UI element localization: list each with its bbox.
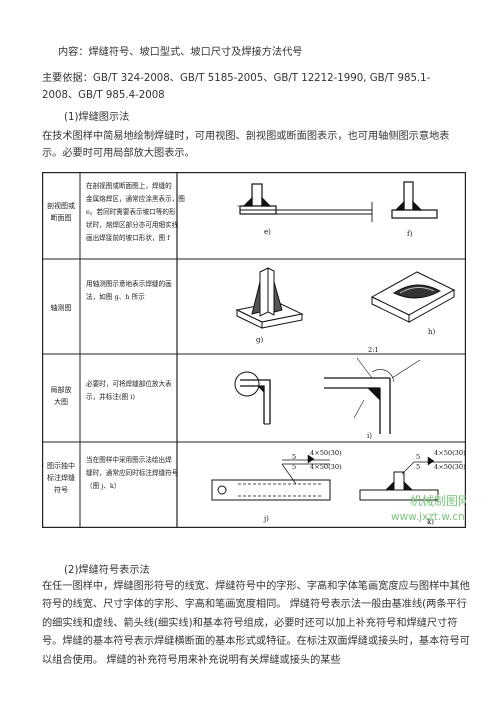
- figure-h-letter: h): [428, 328, 436, 336]
- row3-label-line1: 局部放: [51, 385, 72, 394]
- row2-label: 轴测图: [51, 303, 72, 312]
- section1-title: (1)焊缝图示法: [64, 112, 130, 123]
- watermark-url: www.jxzt.w.cn: [391, 511, 465, 523]
- symbol-k-num-lower: 5: [416, 463, 420, 471]
- content-line: 内容：焊缝符号、坡口型式、坡口尺寸及焊接方法代号: [58, 47, 303, 58]
- figure-e-letter: e): [264, 228, 271, 236]
- row1-desc-line2: 金属熔焊区，通常应涂黑表示，图: [86, 194, 185, 203]
- row3-desc-line2: 示，并标注(图 i): [86, 392, 135, 401]
- figure-h-isometric: [370, 271, 456, 323]
- section2-title: (2)焊缝符号表示法: [64, 565, 150, 576]
- basis-line: 主要依据：GB/T 324-2008、GB/T 5185-2005、GB/T 1…: [42, 73, 431, 101]
- row4-desc-line3: （图 j、k）: [86, 482, 121, 490]
- symbol-j-dim-upper: 4×50(30): [310, 449, 342, 457]
- row3-label-line2: 大图: [54, 397, 68, 406]
- row1-desc-line1: 在剖视图或断面图上，焊缝的: [86, 181, 172, 190]
- row4-label-line2: 标注焊缝: [47, 473, 75, 482]
- figure-g-letter: g): [256, 336, 263, 344]
- figure-j-plate: [211, 454, 331, 501]
- row1-desc-line5: 画出焊接前的坡口形状，图 f: [86, 233, 170, 242]
- figure-f-section: [391, 181, 438, 219]
- row4-label-line1: 图示独中: [47, 461, 75, 470]
- row2-desc-line1: 用轴测图示意地表示焊缝的画: [86, 279, 172, 288]
- table-grid: [42, 172, 466, 528]
- symbol-k-num-upper: 5: [416, 453, 420, 461]
- symbol-j-num-upper: 5: [292, 453, 296, 461]
- symbol-k-dim-lower: 4×50(30): [434, 463, 466, 471]
- row4-label-line3: 符号: [54, 485, 68, 494]
- figure-k-letter: k): [427, 518, 434, 526]
- section2-intro: 在任一图样中，焊缝图形符号的线宽、焊缝符号中的字形、字高和字体笔画宽度应与图样中…: [42, 581, 470, 666]
- section1-intro: 在技术图样中简易地绘制焊缝时，可用视图、剖视图或断面图表示，也可用轴侧图示意地表…: [42, 131, 450, 159]
- figure-f-letter: f): [407, 230, 413, 238]
- symbol-j-num-lower: 5: [292, 463, 296, 471]
- figure-g-isometric: [235, 267, 304, 329]
- figure-e-section: [237, 183, 373, 222]
- row1-label-line1: 剖视图或: [47, 201, 75, 210]
- row1-label-line2: 断面图: [51, 213, 72, 222]
- figure-k-section: [359, 456, 462, 501]
- row4-desc-line2: 缝时，通常应同时标注焊缝符号: [86, 468, 179, 477]
- symbol-k-dim-upper: 4×50(30): [434, 449, 466, 457]
- figure-i-letter: i): [367, 432, 372, 440]
- row1-desc-line4: 状时，熔焊区部分亦可用细实线: [86, 220, 179, 229]
- watermark-title: 机械制图网: [410, 493, 466, 508]
- figure-i-detail: [234, 357, 421, 434]
- row2-desc-line2: 法，如图 g、h 所示: [86, 292, 145, 301]
- row1-desc-line3: e。若同时需要表示坡口等的形: [86, 207, 176, 216]
- figure-j-letter: j): [263, 515, 269, 523]
- figure-i-scale: 2:1: [368, 346, 379, 354]
- weld-representation-table: 剖视图或 断面图 在剖视图或断面图上，焊缝的 金属熔焊区，通常应涂黑表示，图 e…: [42, 172, 466, 528]
- row3-desc-line1: 必要时，可将焊缝部位放大表: [86, 379, 172, 388]
- symbol-j-dim-lower: 4×50(30): [310, 463, 342, 471]
- row4-desc-line1: 当在图样中采用图示法绘出焊: [86, 455, 172, 464]
